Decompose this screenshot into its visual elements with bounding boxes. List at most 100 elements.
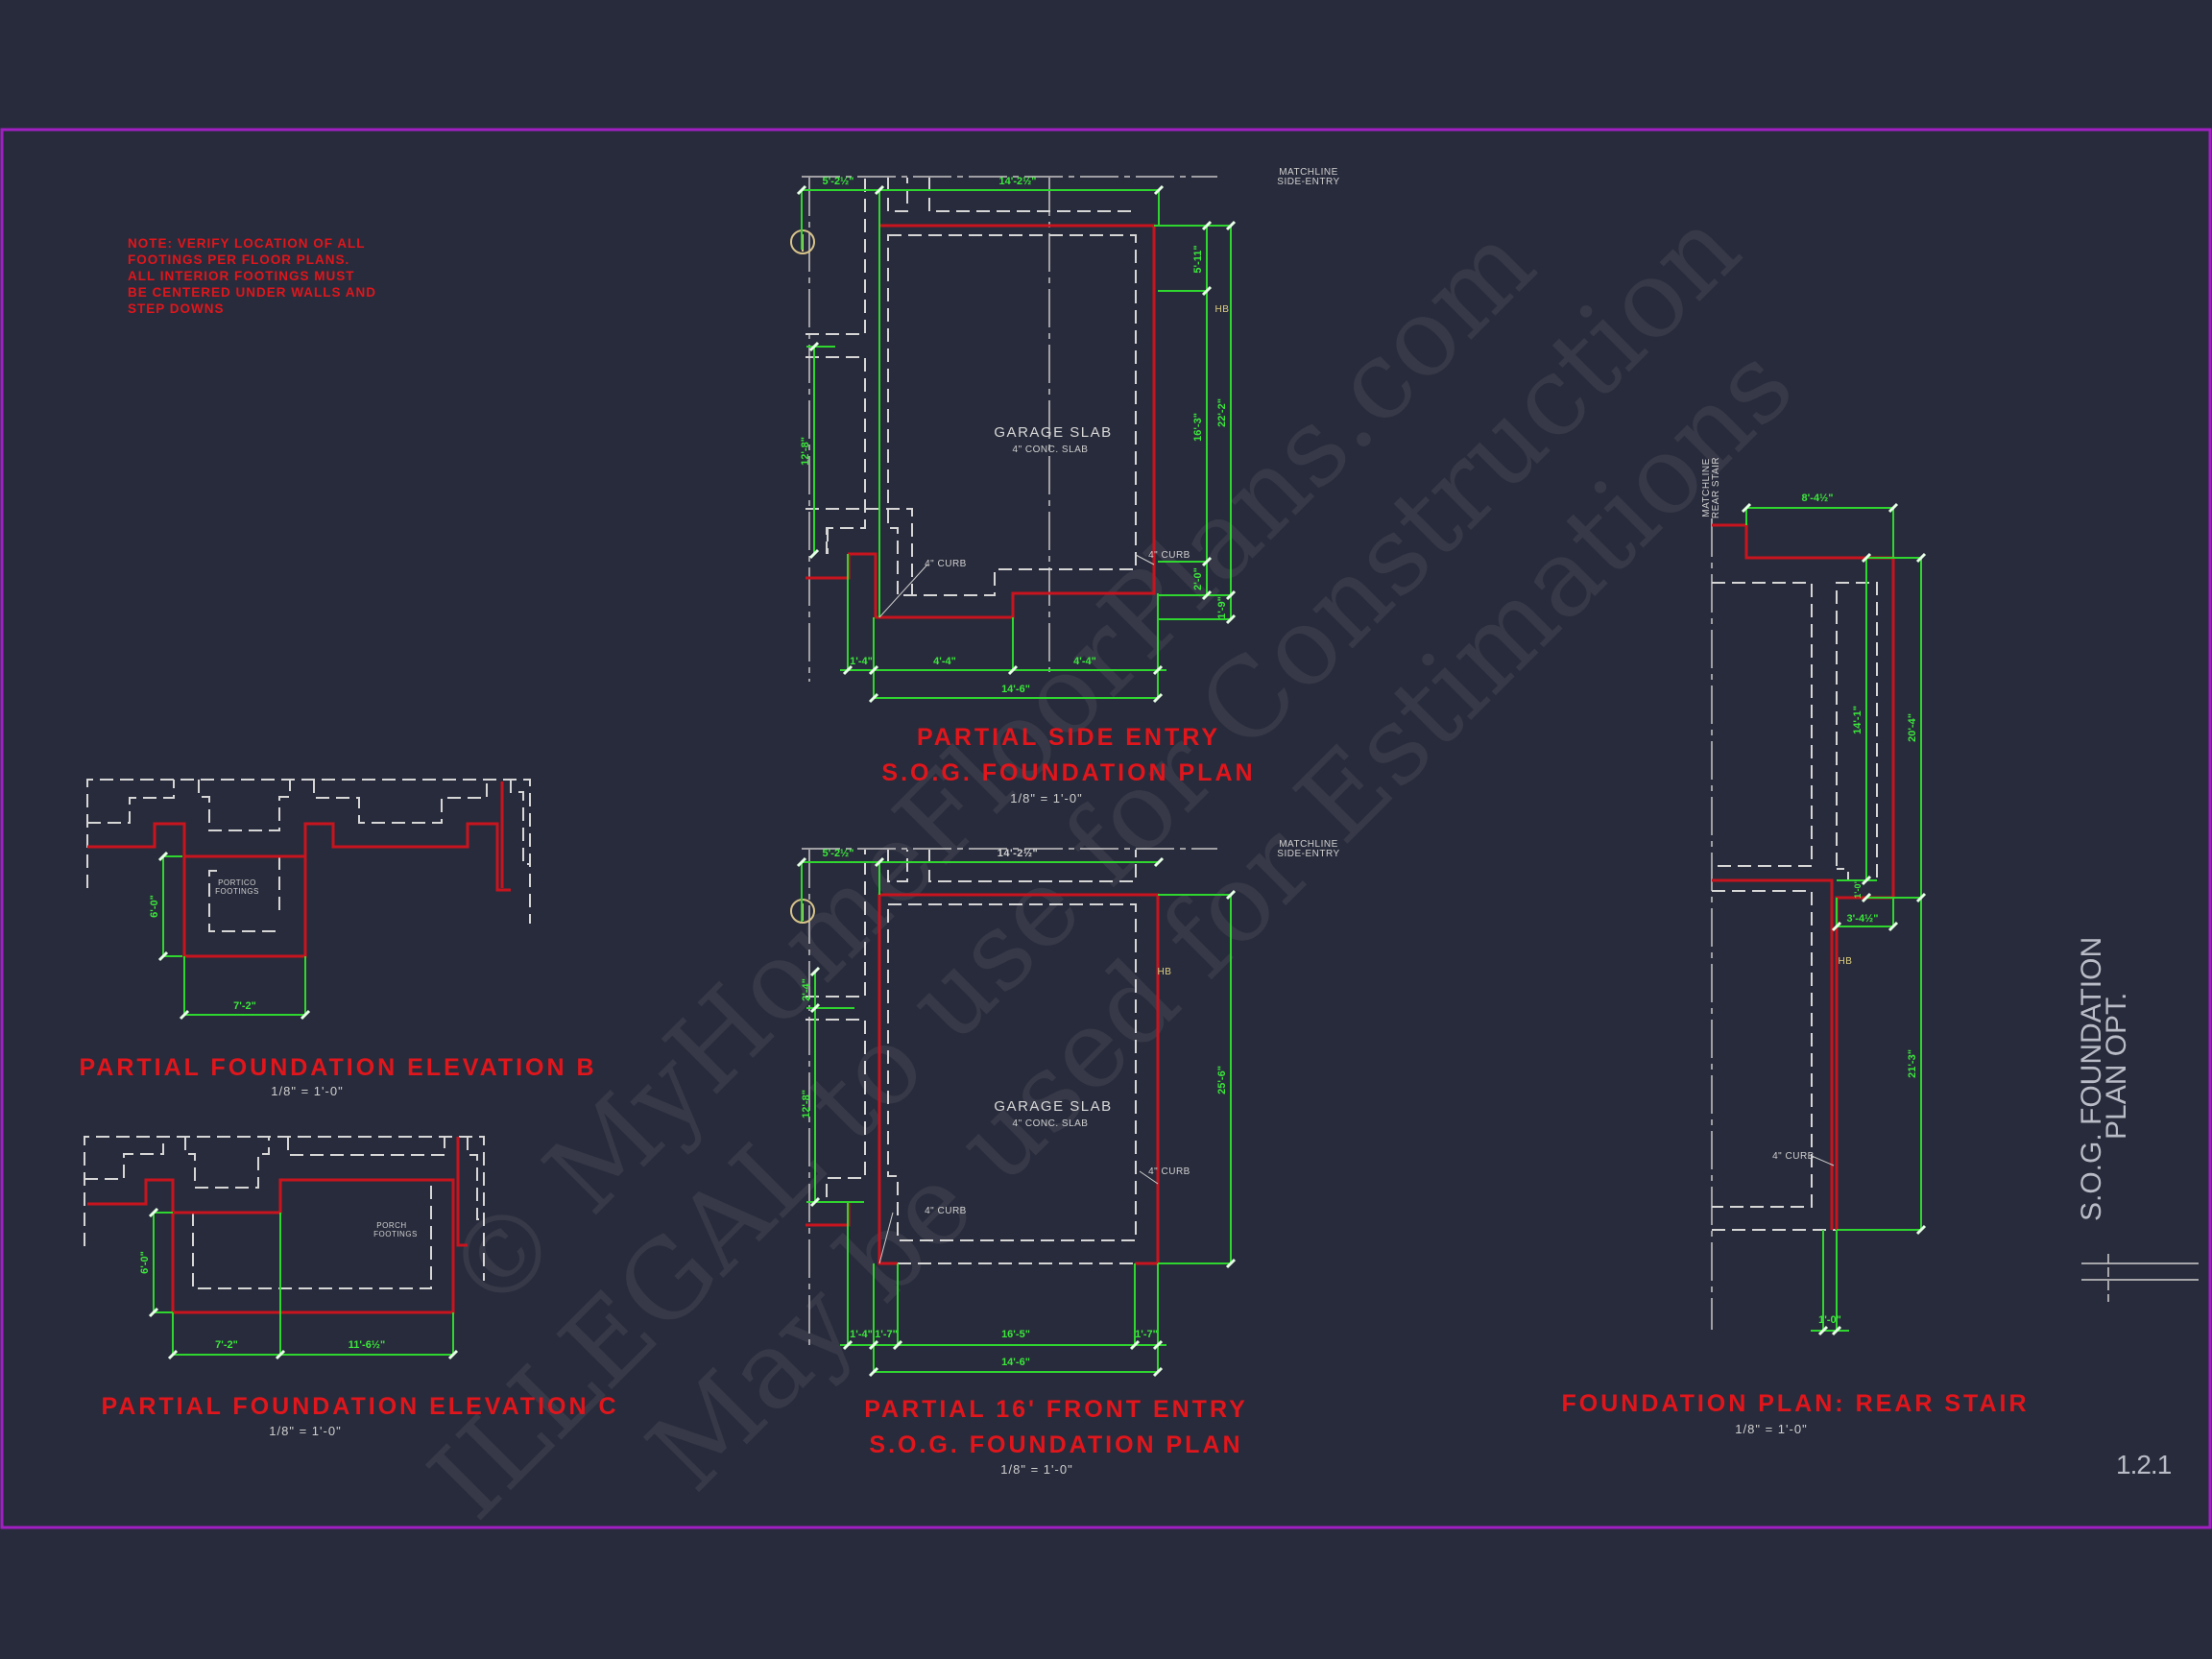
dimension-lines bbox=[801, 189, 1232, 699]
dimension-tick bbox=[796, 184, 807, 196]
curb-label: 4" CURB bbox=[1148, 1166, 1190, 1177]
dimension-tick bbox=[148, 1307, 159, 1318]
hidden-footing bbox=[805, 178, 1136, 554]
dim-text: 1'-7" bbox=[875, 1329, 898, 1340]
title-block: S.O.G. FOUNDATION PLAN OPT. 1.2.1 bbox=[2076, 937, 2199, 1479]
dimension-tick bbox=[1225, 1258, 1237, 1269]
dim-text: 5'-11" bbox=[1192, 245, 1204, 273]
dim-text: 14'-6" bbox=[1001, 684, 1030, 695]
portico-label: FOOTINGS bbox=[215, 887, 259, 896]
plan-scale: 1/8" = 1'-0" bbox=[1735, 1422, 1807, 1436]
dim-text: 1'-7" bbox=[1135, 1329, 1158, 1340]
hidden-footing-outline bbox=[86, 779, 531, 932]
matchline-label: MATCHLINE bbox=[1279, 839, 1338, 850]
dimension-tick bbox=[809, 1002, 821, 1014]
dimension-tick bbox=[1129, 1339, 1141, 1351]
dimension-tick bbox=[1152, 1339, 1164, 1351]
dim-text: 14'-1" bbox=[1852, 706, 1863, 734]
general-note: NOTE: VERIFY LOCATION OF ALL FOOTINGS PE… bbox=[128, 236, 376, 316]
dimension-tick bbox=[1887, 921, 1899, 932]
dimension-tick bbox=[300, 1009, 311, 1021]
dimension-tick bbox=[868, 1366, 879, 1378]
dimension-tick bbox=[1915, 892, 1927, 903]
note-line: FOOTINGS PER FLOOR PLANS. bbox=[128, 252, 349, 267]
dim-text: 12'-8" bbox=[801, 1090, 812, 1118]
dimension-tick bbox=[447, 1349, 459, 1360]
dim-text: 2'-0" bbox=[1192, 567, 1204, 590]
dim-text: 12'-8" bbox=[800, 437, 811, 466]
slab-edge-hidden bbox=[887, 903, 1137, 1241]
curb-label: 4" CURB bbox=[1772, 1151, 1815, 1162]
dim-text: 5'-2½" bbox=[823, 176, 854, 187]
portico-label: PORTICO bbox=[218, 878, 256, 887]
dimension-lines bbox=[153, 1212, 454, 1356]
curb-label: 4" CURB bbox=[925, 559, 967, 569]
garage-footing bbox=[878, 893, 1160, 1265]
dimension-ticks bbox=[148, 184, 1927, 1378]
dimension-tick bbox=[275, 1349, 286, 1360]
front-entry-plan: MATCHLINE SIDE-ENTRY 5'-2½" 14'-2½" 25'-… bbox=[790, 839, 1339, 1477]
dimension-tick bbox=[842, 1339, 854, 1351]
dim-text: 14'-2½" bbox=[998, 176, 1036, 187]
dim-text: 1'-4" bbox=[850, 656, 873, 667]
dimension-tick bbox=[167, 1349, 179, 1360]
dimension-tick bbox=[809, 966, 821, 977]
dimension-tick bbox=[157, 851, 169, 862]
dimension-tick bbox=[1861, 892, 1872, 903]
dim-text: 6'-0" bbox=[139, 1251, 151, 1274]
dimension-tick bbox=[1225, 889, 1237, 901]
dimension-tick bbox=[1201, 220, 1213, 231]
dimension-tick bbox=[874, 856, 885, 868]
dimension-tick bbox=[1887, 502, 1899, 514]
dim-text: 5'-2½" bbox=[823, 848, 854, 859]
side-entry-plan: MATCHLINE SIDE-ENTRY 5'-2½" 14'-2½" 5'-1… bbox=[790, 167, 1339, 805]
matchline-label: MATCHLINE bbox=[1701, 458, 1712, 517]
dim-text: 4'-4" bbox=[1073, 656, 1096, 667]
curb-label: 4" CURB bbox=[925, 1206, 967, 1216]
dimension-tick bbox=[1915, 1224, 1927, 1236]
plan-title: S.O.G. FOUNDATION PLAN bbox=[869, 1431, 1242, 1458]
leader-line bbox=[878, 1212, 894, 1264]
dimension-tick bbox=[1861, 552, 1872, 564]
dimension-lines bbox=[1745, 507, 1922, 1332]
slab-edge-hidden bbox=[887, 234, 1137, 596]
matchline-label: SIDE-ENTRY bbox=[1277, 177, 1339, 187]
dimension-tick bbox=[1152, 1366, 1164, 1378]
porch-label: FOOTINGS bbox=[373, 1230, 418, 1238]
dim-text: 4'-4" bbox=[933, 656, 956, 667]
dimension-tick bbox=[1225, 589, 1237, 601]
dim-text: 1'-0" bbox=[1818, 1314, 1841, 1326]
dimension-tick bbox=[1741, 502, 1752, 514]
elevation-c: 6'-0" 7'-2" 11'-6½" PORCH FOOTINGS PARTI… bbox=[84, 1136, 616, 1438]
elevation-title: PARTIAL FOUNDATION ELEVATION B bbox=[79, 1054, 596, 1081]
dim-text: 25'-6" bbox=[1216, 1066, 1228, 1094]
dimension-tick bbox=[874, 184, 885, 196]
sheet-border bbox=[0, 128, 2212, 1529]
plan-title: PARTIAL SIDE ENTRY bbox=[917, 724, 1220, 751]
dim-text: 2'-4" bbox=[801, 978, 812, 1001]
note-line: BE CENTERED UNDER WALLS AND bbox=[128, 285, 376, 300]
dimension-tick bbox=[1201, 556, 1213, 567]
elevation-scale: 1/8" = 1'-0" bbox=[269, 1424, 341, 1438]
dim-text: 16'-5" bbox=[1001, 1329, 1030, 1340]
dimension-tick bbox=[1915, 552, 1927, 564]
dim-text: 11'-6½" bbox=[349, 1339, 385, 1351]
dimension-tick bbox=[808, 341, 820, 352]
elevation-b: 6'-0" 7'-2" PORTICO FOOTINGS PARTIAL FOU… bbox=[79, 779, 596, 1098]
sheet-title: S.O.G. FOUNDATION bbox=[2076, 937, 2107, 1221]
hose-bib-label: HB bbox=[1158, 967, 1172, 977]
dim-text: 16'-3" bbox=[1192, 413, 1204, 442]
note-line: NOTE: VERIFY LOCATION OF ALL bbox=[128, 236, 366, 251]
slab-label: GARAGE SLAB bbox=[994, 1098, 1112, 1115]
slab-sublabel: 4" CONC. SLAB bbox=[1013, 1118, 1089, 1129]
dimension-tick bbox=[157, 950, 169, 962]
matchline-label: SIDE-ENTRY bbox=[1277, 849, 1339, 859]
dimension-tick bbox=[842, 664, 854, 676]
dimension-tick bbox=[1201, 285, 1213, 297]
dimension-tick bbox=[148, 1207, 159, 1218]
plan-title: FOUNDATION PLAN: REAR STAIR bbox=[1562, 1390, 2030, 1417]
dim-text: 7'-2" bbox=[215, 1339, 238, 1351]
sheet-number: 1.2.1 bbox=[2116, 1450, 2172, 1479]
